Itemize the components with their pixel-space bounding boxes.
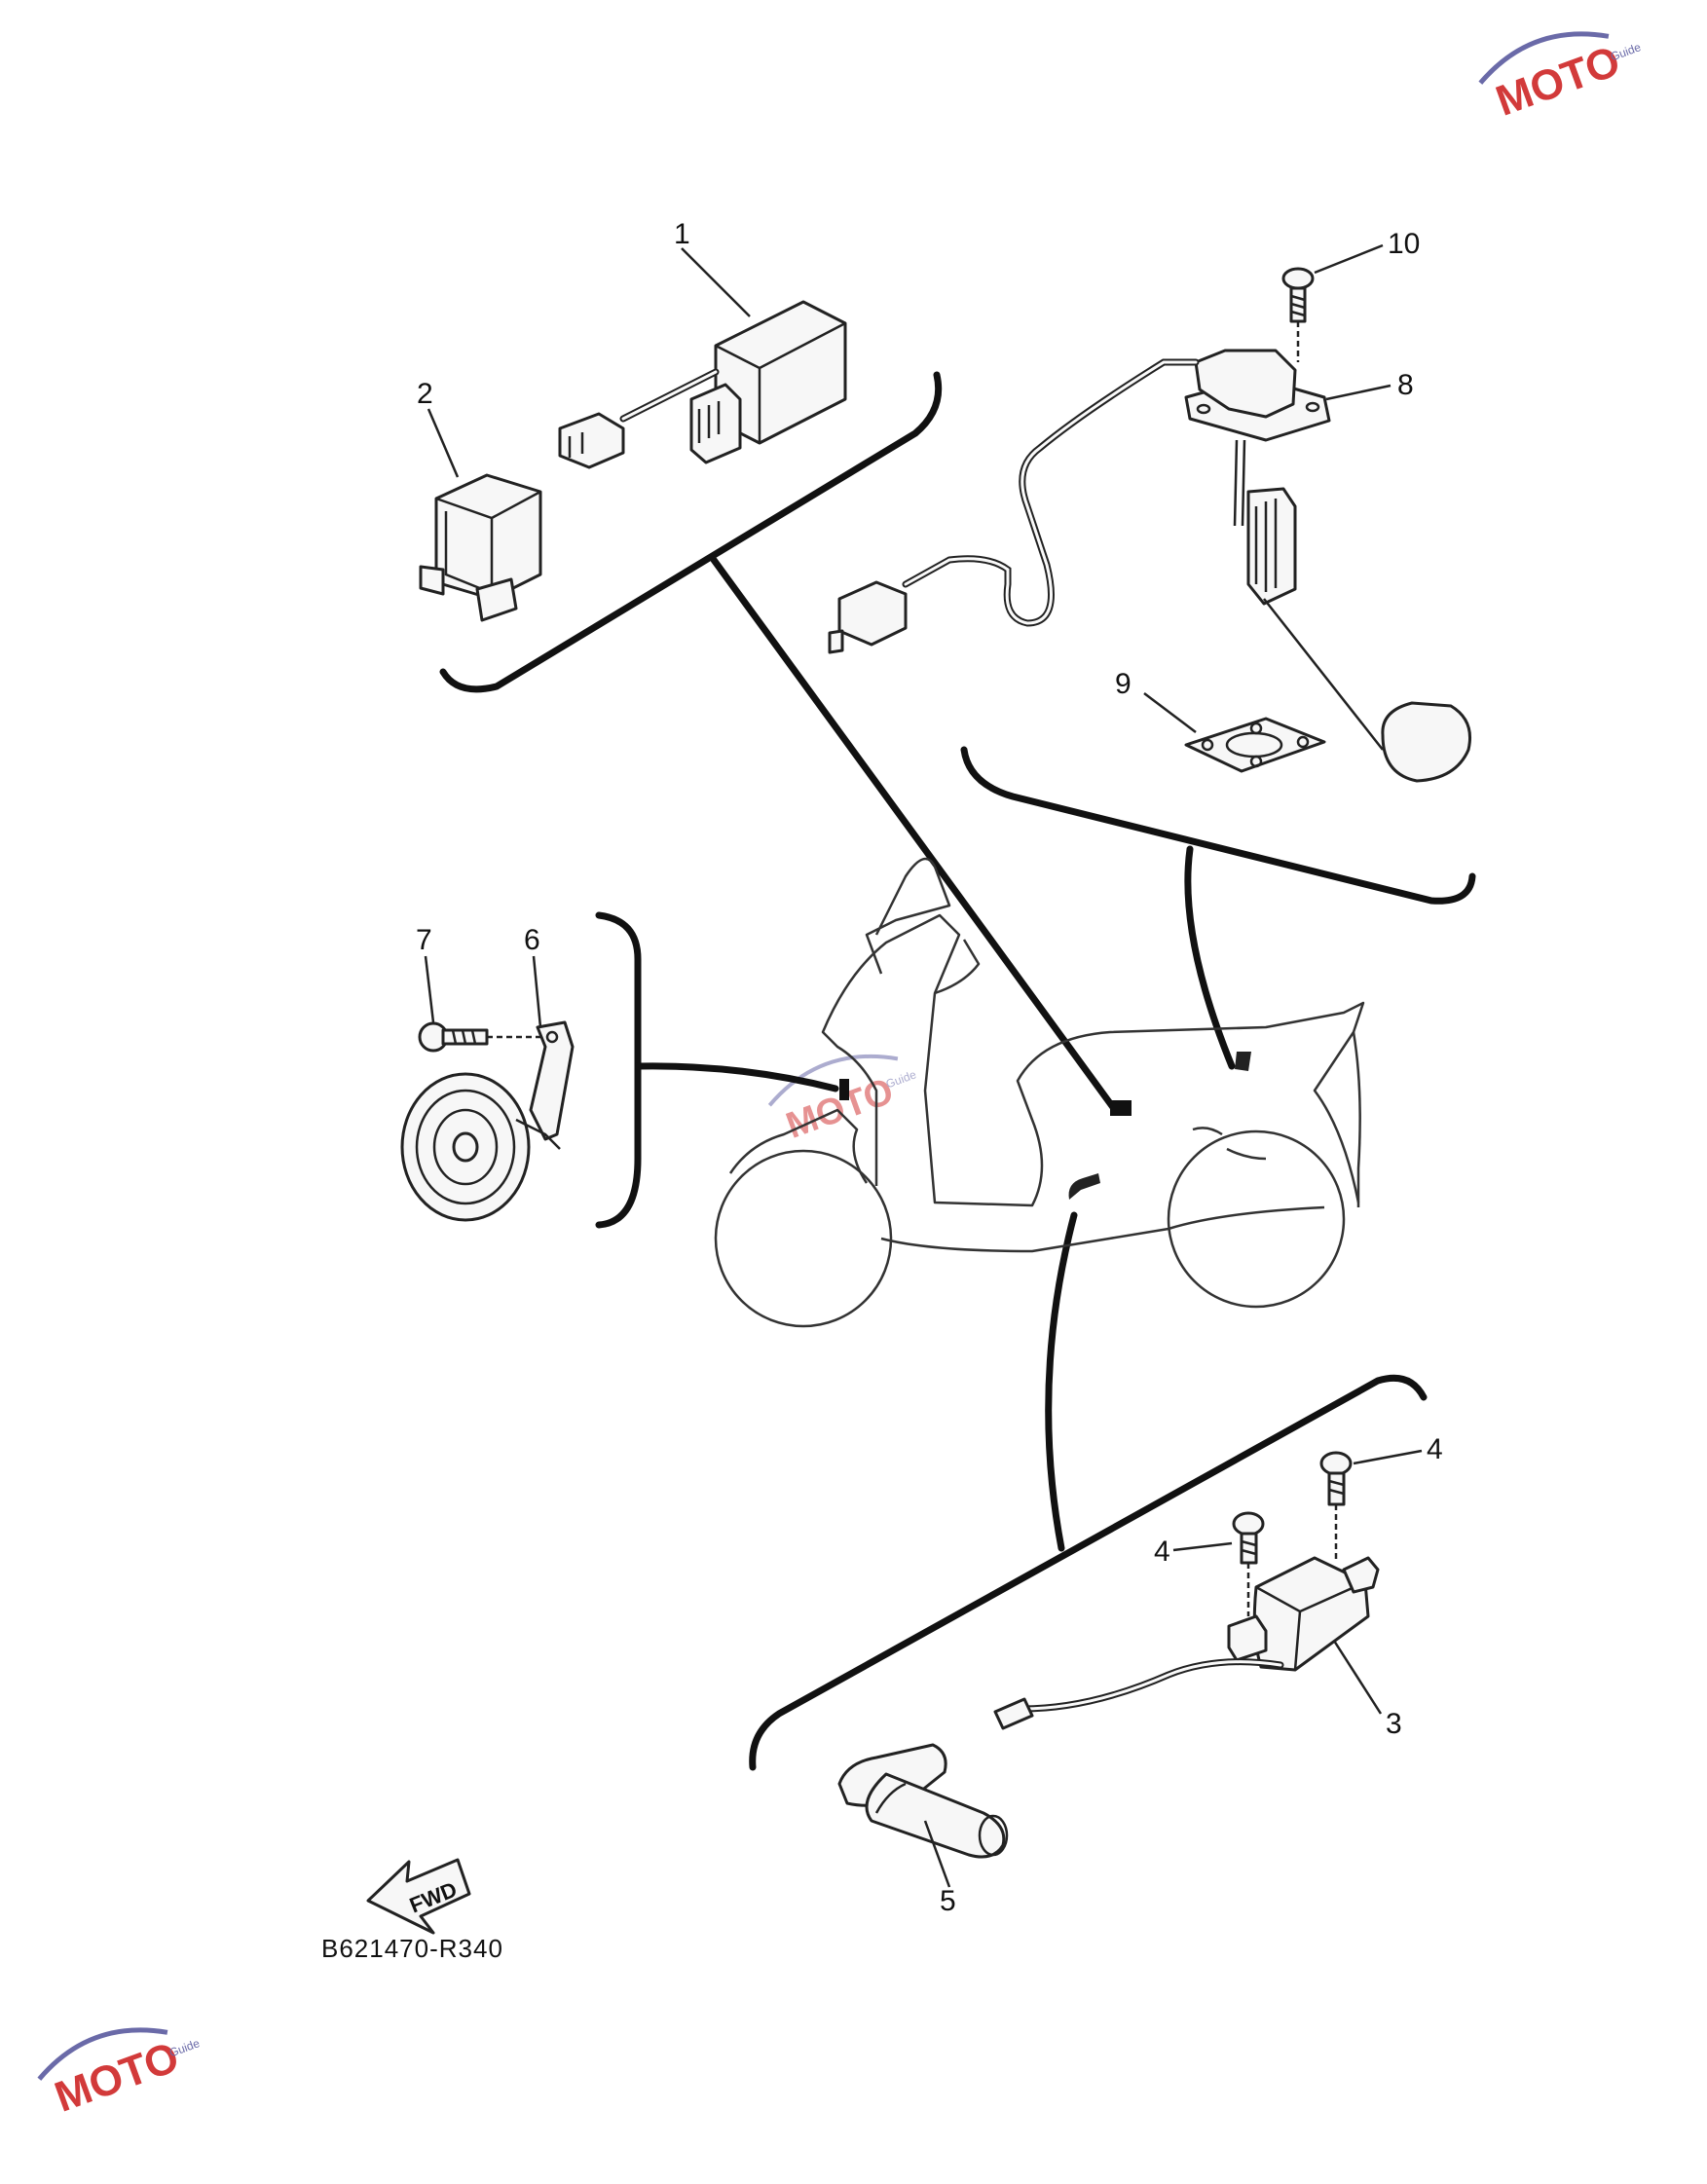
callout-9: 9 — [1115, 668, 1132, 700]
leader-8 — [1325, 384, 1392, 401]
part-10-screw — [1281, 267, 1315, 362]
leader-6 — [532, 955, 542, 1028]
watermark-sub-text-2: Guide — [167, 2036, 202, 2059]
callout-4a: 4 — [1154, 1536, 1170, 1568]
callout-7: 7 — [416, 924, 432, 956]
callout-10: 10 — [1388, 228, 1420, 260]
front-wheel — [714, 1149, 893, 1328]
callout-4b: 4 — [1427, 1433, 1443, 1465]
part-8-fuel-sender — [828, 349, 1471, 783]
leader-2 — [427, 408, 460, 478]
scooter-outline — [714, 857, 1365, 1328]
watermark-logo-bottom: MOTO Guide — [37, 2027, 202, 2122]
leader-9 — [1143, 692, 1197, 733]
watermark-sub-text-3: Guide — [884, 1067, 918, 1091]
leader-bike-to-coil — [1045, 1211, 1078, 1552]
leader-1 — [681, 247, 751, 317]
part-3-ignition-coil — [993, 1556, 1380, 1730]
leader-10 — [1314, 243, 1384, 275]
part-1-cdi-unit — [558, 300, 847, 469]
callout-2: 2 — [417, 378, 433, 410]
leader-fuel-sender-to-bike — [1184, 845, 1236, 1070]
part-7-bolt — [418, 1021, 540, 1053]
bike-connector-coil — [1068, 1173, 1100, 1200]
leader-4b — [1353, 1449, 1423, 1465]
bike-connector-cdi — [1110, 1100, 1132, 1116]
leader-cdi-to-bike — [710, 556, 1119, 1114]
leader-4a — [1172, 1541, 1233, 1552]
bracket-bottom — [749, 1374, 1428, 1771]
watermark-logo-text-2: MOTO — [49, 2033, 185, 2122]
part-9-gasket — [1184, 717, 1326, 773]
leader-3 — [1332, 1640, 1383, 1715]
bracket-top-right — [960, 746, 1476, 905]
leader-5 — [923, 1820, 951, 1888]
part-4-bolt-b — [1319, 1451, 1353, 1563]
part-5-plug-cap — [837, 1743, 1009, 1859]
callout-8: 8 — [1397, 369, 1414, 401]
part-4-bolt-a — [1232, 1511, 1265, 1616]
bracket-left — [595, 911, 642, 1229]
part-2-relay — [419, 473, 542, 622]
rear-wheel — [1167, 1129, 1346, 1309]
watermark-sub-text: Guide — [1609, 40, 1643, 63]
bracket-top-left — [439, 371, 943, 693]
callout-3: 3 — [1386, 1708, 1402, 1740]
callout-5: 5 — [940, 1885, 956, 1917]
bike-connector-fuel — [1235, 1052, 1251, 1071]
leader-7 — [424, 955, 435, 1023]
bike-connector-horn — [839, 1079, 849, 1100]
watermark-logo-text: MOTO — [1490, 37, 1626, 126]
callout-6: 6 — [524, 924, 540, 956]
watermark-logo-top: MOTO Guide — [1478, 31, 1643, 126]
leader-horn-to-bike — [634, 1062, 839, 1092]
part-6-horn — [400, 1020, 575, 1222]
forward-arrow-icon: FWD — [366, 1858, 471, 1935]
diagram-code: B621470-R340 — [321, 1934, 503, 1963]
callout-1: 1 — [674, 218, 690, 250]
